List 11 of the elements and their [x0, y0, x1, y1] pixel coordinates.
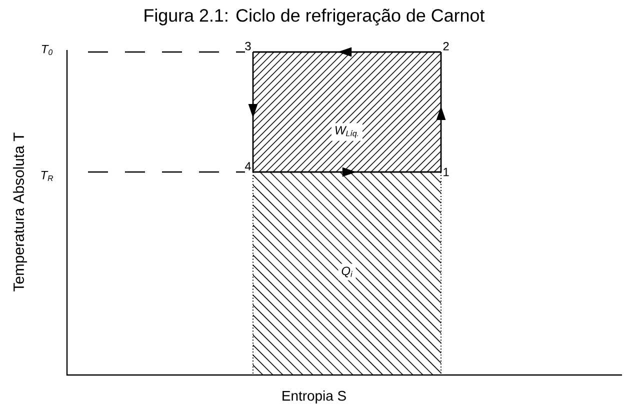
area-label: W$_{Líq.}$: [331, 123, 363, 141]
state-number: 1: [444, 168, 449, 176]
state-number: 4: [244, 162, 251, 170]
axis-label: Entropia S: [282, 390, 346, 404]
title: Figura 2.1: Ciclo de refrigeração de Carnot: [144, 8, 485, 26]
state-number: 3: [245, 42, 251, 50]
temperature-label: T$_{R}$: [41, 171, 54, 182]
state-number: 2: [443, 42, 449, 50]
temperature-label: T$_{0}$: [42, 44, 53, 56]
area-label: Q$_{i}$: [338, 264, 356, 280]
axis-label: Temperatura Absoluta T: [13, 132, 27, 292]
